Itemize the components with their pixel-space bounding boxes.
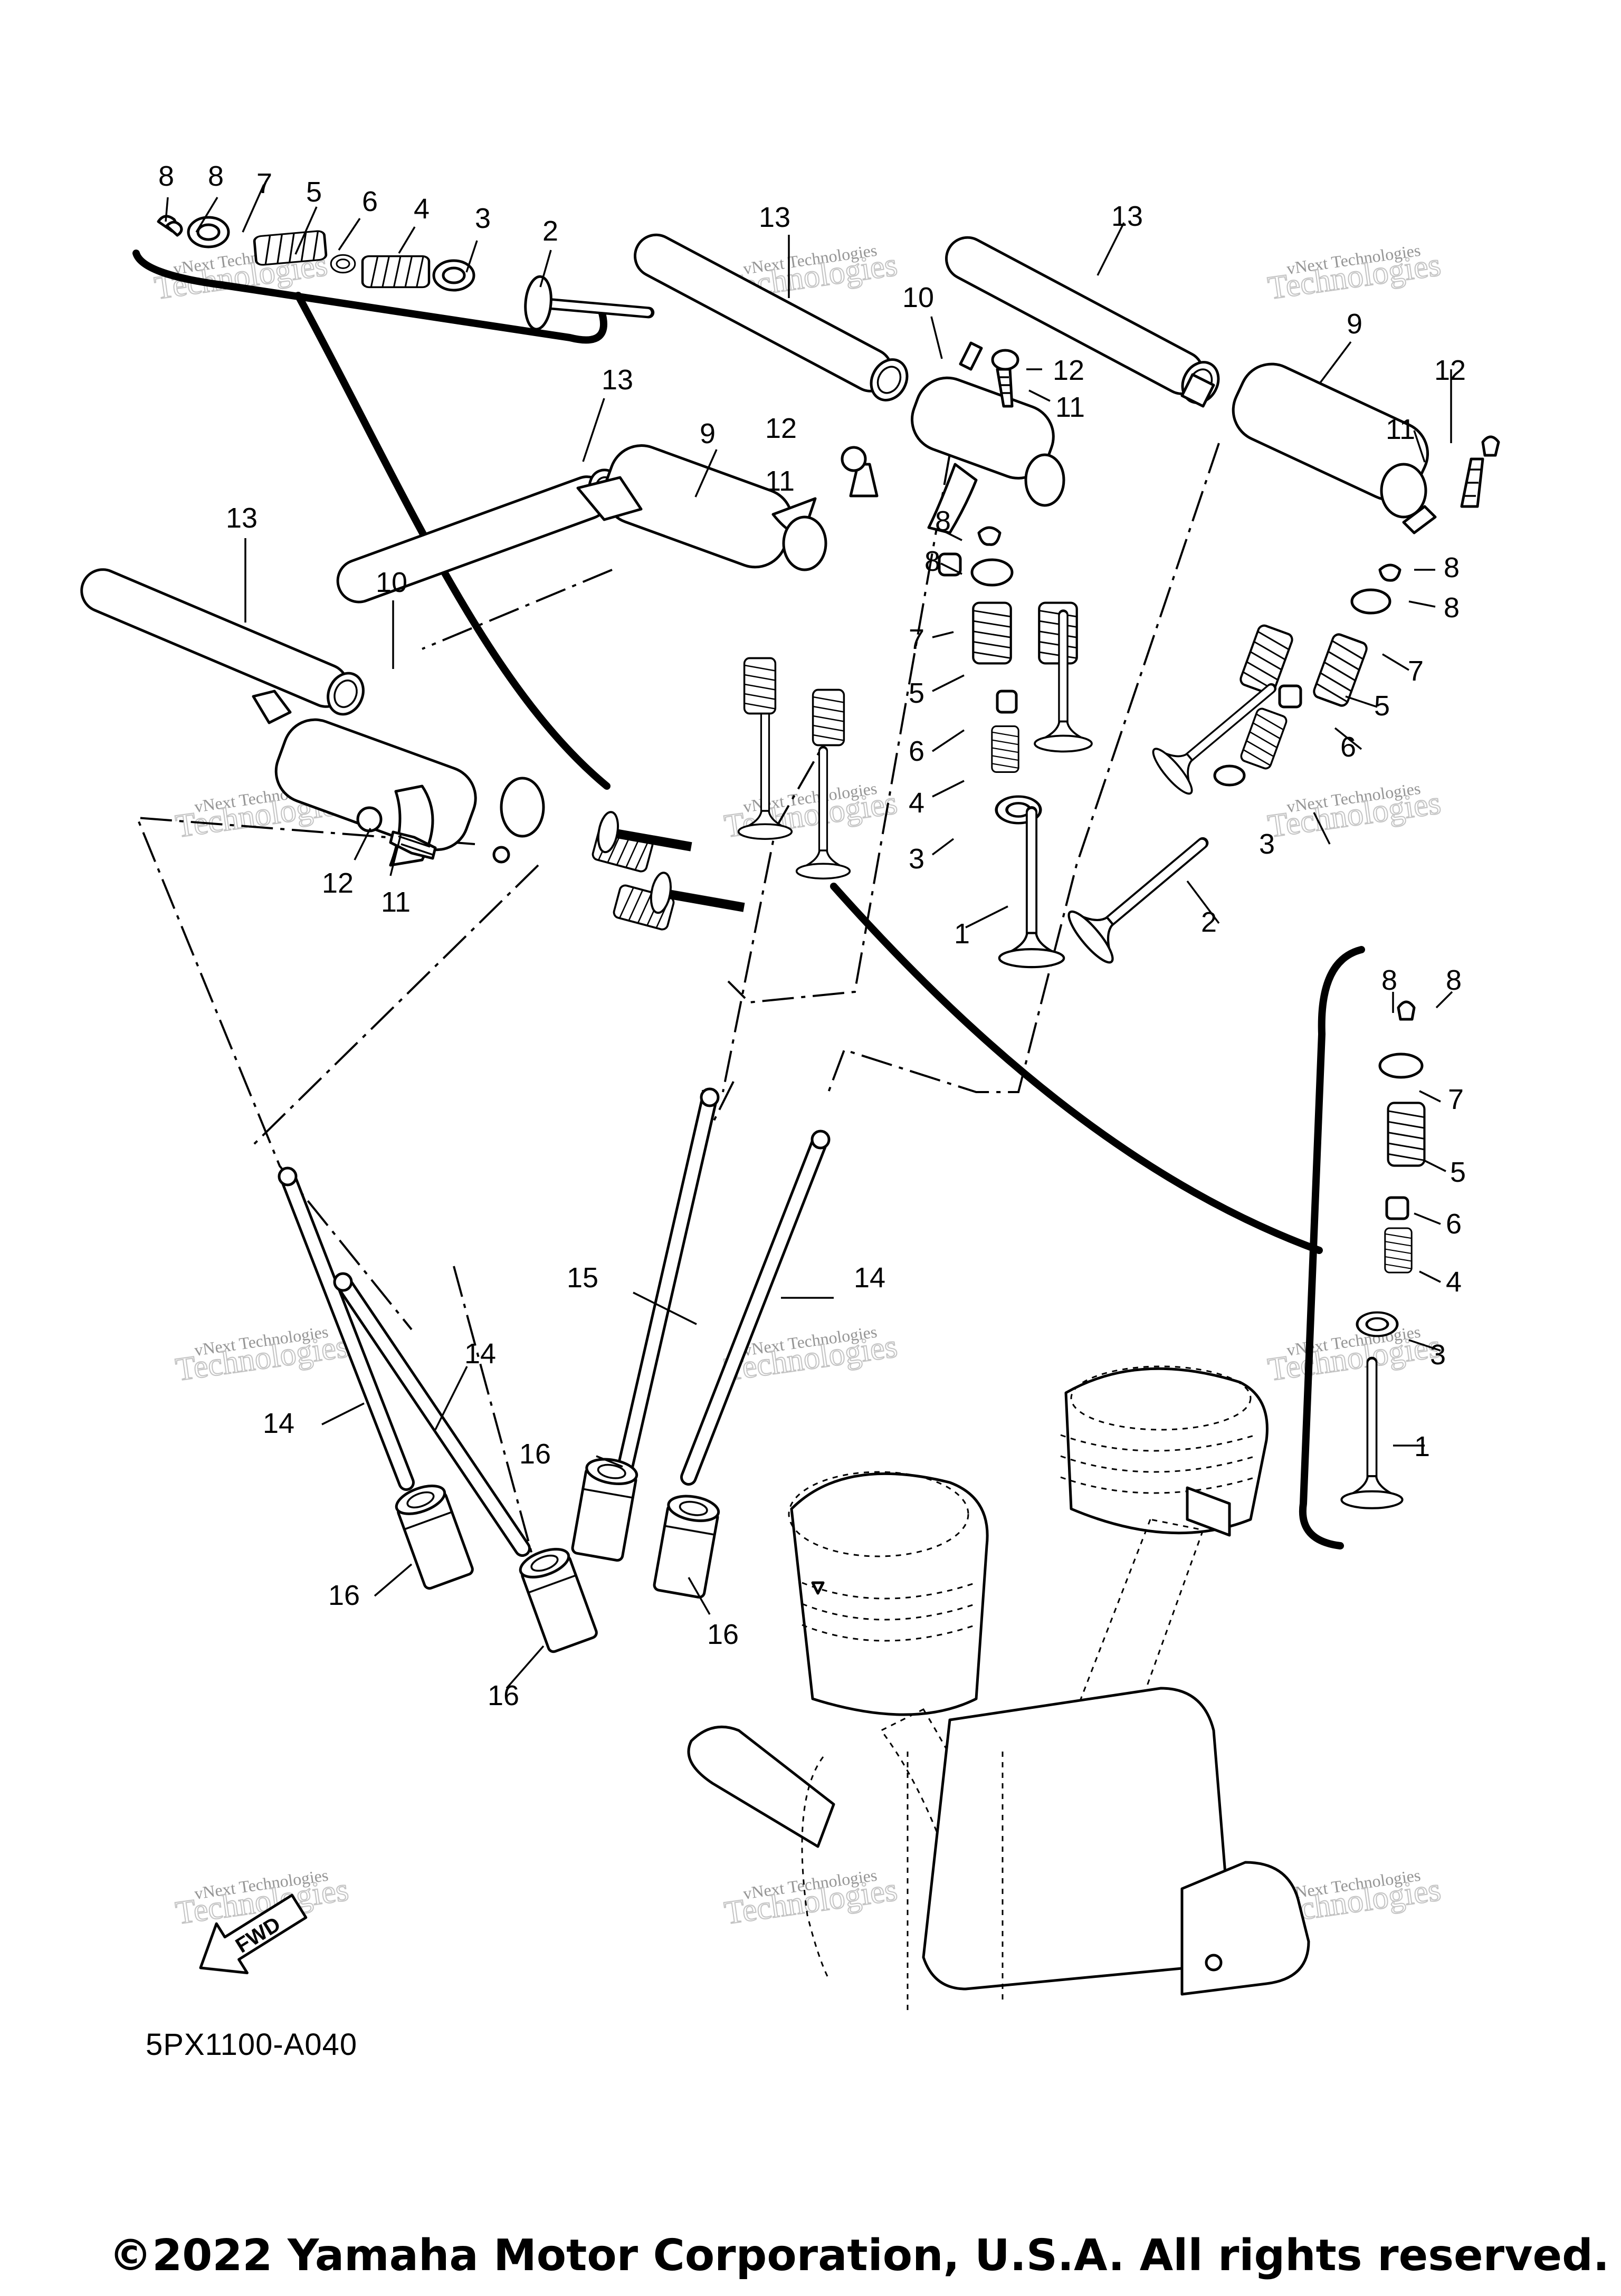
callout-14: 14 — [464, 1338, 496, 1370]
valve-group-right — [1341, 1000, 1424, 1508]
callout-8: 8 — [1444, 592, 1460, 624]
engine-crankcase-context — [687, 1365, 1310, 2010]
callout-14: 14 — [263, 1408, 294, 1439]
pushrod-14a — [680, 1130, 831, 1486]
copyright-notice: ©2022 Yamaha Motor Corporation, U.S.A. A… — [109, 2231, 1609, 2281]
callout-3: 3 — [1259, 828, 1275, 860]
rocker-group-top-right — [939, 230, 1500, 968]
callout-3: 3 — [475, 203, 491, 234]
leader-lines — [165, 184, 1453, 1689]
callout-5: 5 — [1374, 690, 1390, 722]
callout-12: 12 — [322, 867, 354, 899]
piston-left — [788, 1471, 989, 1716]
callout-13: 13 — [602, 364, 633, 396]
callout-8: 8 — [1446, 964, 1462, 996]
callout-4: 4 — [414, 193, 430, 225]
callout-8: 8 — [1381, 964, 1397, 996]
callout-12: 12 — [765, 413, 797, 444]
callout-12: 12 — [1053, 355, 1084, 386]
callout-16: 16 — [328, 1580, 360, 1611]
callout-4: 4 — [909, 787, 924, 819]
callout-8: 8 — [208, 160, 224, 192]
callout-12: 12 — [1434, 355, 1466, 386]
piston-right — [1060, 1365, 1269, 1537]
callout-5: 5 — [1450, 1156, 1466, 1188]
callout-14: 14 — [854, 1262, 885, 1294]
callout-9: 9 — [700, 418, 716, 449]
callout-1: 1 — [1414, 1431, 1430, 1462]
callout-7: 7 — [256, 168, 272, 199]
callout-5: 5 — [306, 176, 322, 208]
callout-6: 6 — [1446, 1208, 1462, 1240]
callout-13: 13 — [759, 202, 790, 233]
callout-7: 7 — [909, 624, 924, 655]
callout-3: 3 — [909, 843, 924, 875]
rocker-group-left — [75, 444, 879, 932]
callout-1: 1 — [954, 918, 970, 950]
valve-group-top-left — [157, 215, 655, 331]
callout-8: 8 — [924, 546, 940, 577]
pushrod-14c — [333, 1272, 531, 1557]
callout-2: 2 — [542, 215, 558, 247]
callout-16: 16 — [707, 1619, 739, 1650]
pushrods — [278, 1087, 831, 1557]
rocker-group-top-center — [627, 227, 1092, 967]
callout-11: 11 — [1055, 391, 1085, 423]
callout-15: 15 — [567, 1262, 598, 1294]
callout-8: 8 — [158, 160, 174, 192]
callout-9: 9 — [1347, 308, 1362, 340]
callout-11: 11 — [381, 886, 411, 918]
crankshaft — [687, 1687, 1310, 2010]
callout-10: 10 — [376, 567, 407, 598]
callout-16: 16 — [488, 1680, 519, 1711]
callout-11: 11 — [1386, 414, 1415, 445]
callout-2: 2 — [1201, 906, 1217, 938]
callout-3: 3 — [1430, 1339, 1446, 1371]
callout-10: 10 — [902, 282, 934, 313]
callout-6: 6 — [909, 735, 924, 767]
callout-6: 6 — [362, 186, 378, 217]
callout-5: 5 — [909, 677, 924, 709]
callout-8: 8 — [935, 505, 951, 537]
lifters — [393, 1456, 720, 1653]
callout-13: 13 — [226, 502, 258, 534]
callout-8: 8 — [1444, 552, 1460, 583]
diagram-reference-code: 5PX1100-A040 — [146, 2027, 358, 2062]
callout-labels: 8 8 7 5 6 4 3 2 13 9 12 11 13 10 12 11 1… — [158, 160, 1466, 1711]
callout-6: 6 — [1340, 731, 1356, 763]
callout-7: 7 — [1448, 1084, 1464, 1115]
callout-7: 7 — [1408, 655, 1424, 687]
callout-13: 13 — [1111, 200, 1143, 232]
callout-11: 11 — [765, 465, 795, 497]
pushrod-15 — [617, 1087, 720, 1475]
callout-4: 4 — [1446, 1266, 1462, 1298]
callout-16: 16 — [519, 1438, 551, 1470]
pushrod-14b — [278, 1166, 415, 1491]
